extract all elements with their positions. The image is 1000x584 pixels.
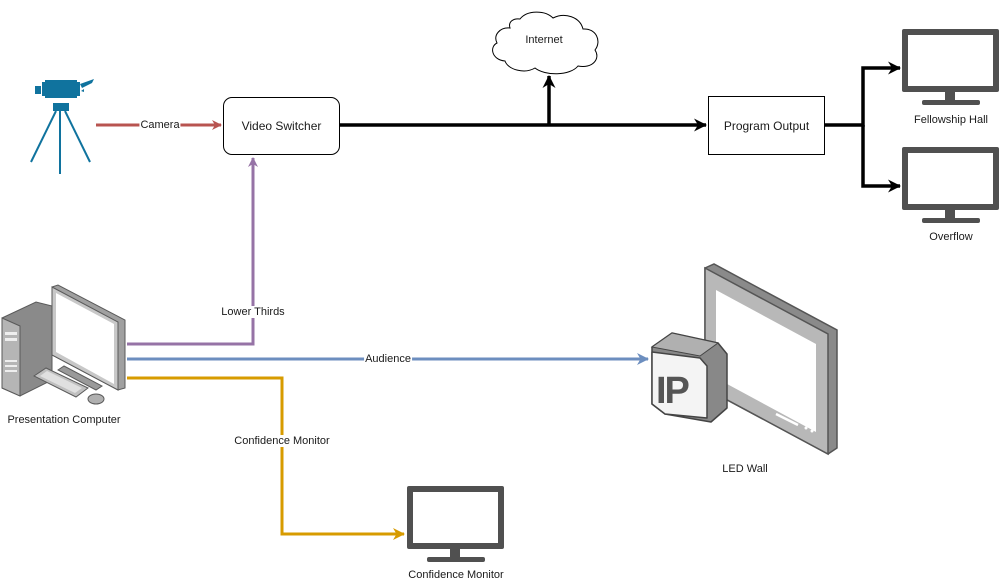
confidence-edge-label: Confidence Monitor [233,435,331,447]
confidence-monitor-label: Confidence Monitor [408,569,504,581]
lower-thirds-edge-label: Lower Thirds [220,306,286,318]
ip-encoder-icon[interactable]: IP [650,332,728,423]
video-switcher-node[interactable]: Video Switcher [223,97,340,155]
internet-label: Internet [525,34,563,46]
edge-lower-thirds[interactable] [127,157,258,346]
confidence-monitor-icon[interactable] [407,486,504,562]
presentation-computer-label: Presentation Computer [7,414,121,426]
audience-edge-label: Audience [364,353,412,365]
edge-program-to-fellowship[interactable] [825,61,901,127]
edge-program-to-overflow[interactable] [861,125,901,193]
presentation-computer-icon[interactable] [1,284,126,405]
program-output-label: Program Output [723,118,810,133]
edge-confidence[interactable] [127,376,405,540]
internet-cloud[interactable] [492,11,599,75]
video-switcher-label: Video Switcher [241,119,322,133]
overflow-monitor-icon[interactable] [902,147,999,223]
overflow-label: Overflow [929,231,973,243]
program-output-node[interactable]: Program Output [708,96,825,155]
ip-badge-text: IP [656,370,690,412]
fellowship-hall-label: Fellowship Hall [914,114,988,126]
led-wall-label: LED Wall [722,463,768,475]
fellowship-hall-monitor-icon[interactable] [902,29,999,105]
camera-edge-label: Camera [139,119,181,131]
video-camera-icon[interactable] [30,79,94,174]
